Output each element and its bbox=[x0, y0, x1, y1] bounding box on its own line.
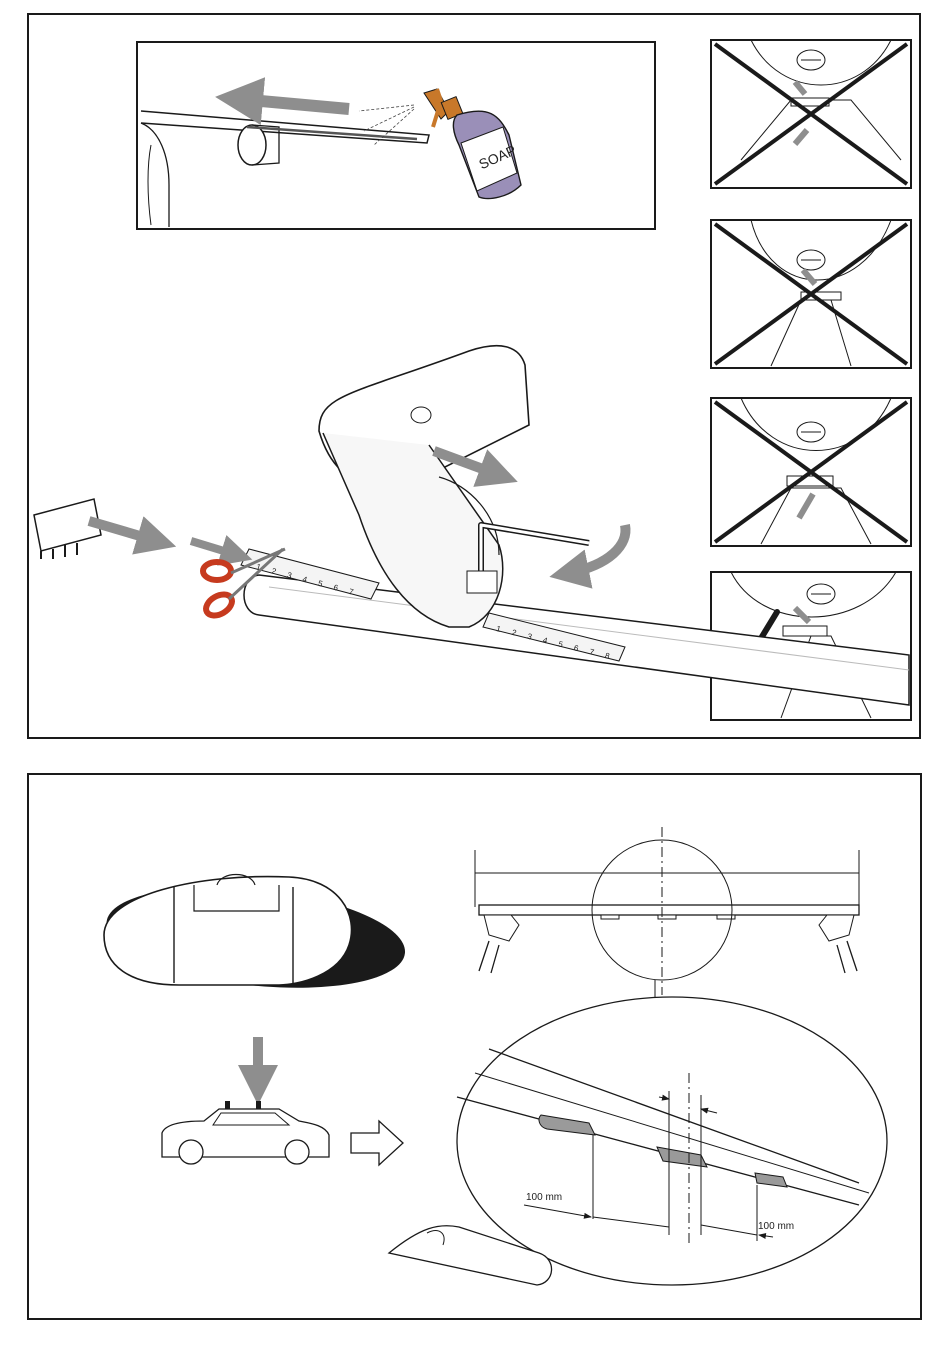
next-step-arrow bbox=[351, 1121, 403, 1165]
soap-spray-inset: SOAP bbox=[137, 42, 655, 229]
installation-step-panel: SOAP bbox=[27, 13, 921, 739]
rotate-arrow bbox=[569, 525, 626, 573]
top-illustration: SOAP bbox=[29, 15, 923, 741]
car-icon bbox=[162, 1101, 329, 1164]
cut-arrow bbox=[191, 541, 237, 555]
bottom-illustration: 100 mm 100 mm bbox=[29, 775, 924, 1322]
bar-profile-top-view bbox=[102, 874, 410, 1001]
check-cell-1 bbox=[711, 40, 911, 188]
check-cell-3 bbox=[711, 398, 911, 546]
distance-label-left: 100 mm bbox=[526, 1192, 562, 1203]
position-step-panel: 100 mm 100 mm bbox=[27, 773, 922, 1320]
check-cell-2 bbox=[711, 220, 911, 368]
magnified-detail: 100 mm 100 mm bbox=[457, 997, 887, 1285]
bar-front-view bbox=[475, 827, 859, 997]
end-cap-part bbox=[34, 499, 101, 559]
distance-label-right: 100 mm bbox=[758, 1221, 794, 1232]
